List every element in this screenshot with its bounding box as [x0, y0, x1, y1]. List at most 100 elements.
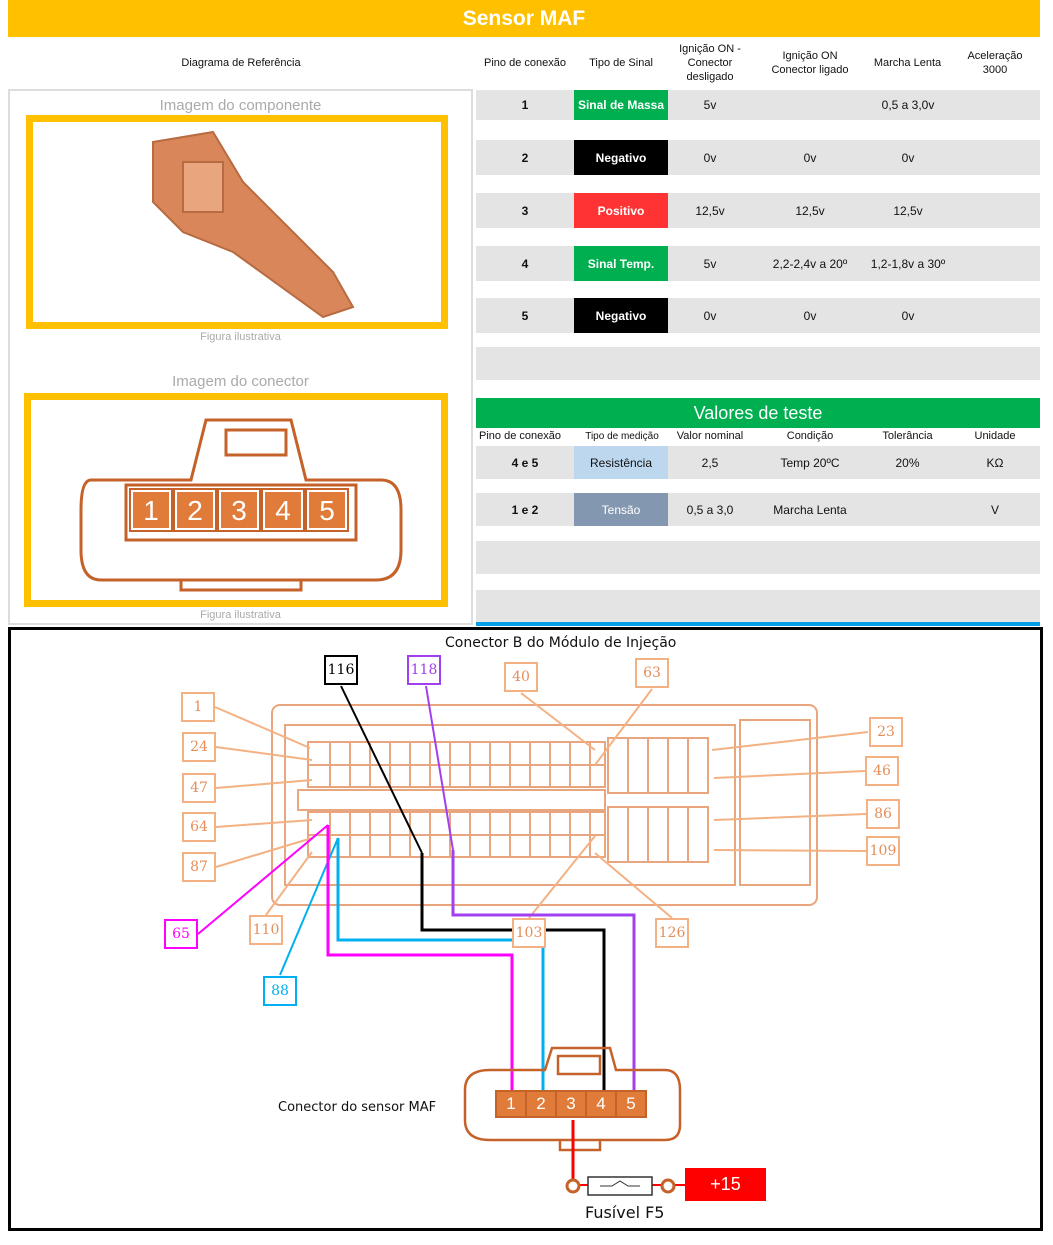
test-row-pin: 4 e 5	[511, 455, 539, 470]
connector-pin-row: 1 2 3 4 5	[129, 488, 349, 532]
header-ign-on: Ignição ON Conector ligado	[771, 49, 849, 76]
module-connector-outline	[271, 704, 818, 906]
pin-row-pin: 5	[521, 308, 529, 323]
fuse-label: Fusível F5	[585, 1203, 665, 1222]
pin-row-pin: 2	[521, 150, 529, 165]
empty-row	[476, 347, 1040, 380]
pin-row-pin: 4	[521, 256, 529, 271]
pin-row-ign-on: 12,5v	[795, 203, 825, 218]
pin-label-24: 24	[182, 732, 216, 762]
pin-row-ign-off: 0v	[703, 150, 717, 165]
pin-row-ign-off: 0v	[703, 308, 717, 323]
sensor-pin: 1	[495, 1090, 527, 1118]
pin-label-87: 87	[182, 852, 216, 882]
component-figure-note: Figura ilustrativa	[200, 331, 281, 343]
test-header: Pino de conexão	[479, 430, 561, 442]
pin-label-116: 116	[324, 655, 358, 685]
pin-row-pin: 3	[521, 203, 529, 218]
test-header: Tolerância	[882, 430, 933, 442]
pin-label-40: 40	[504, 662, 538, 692]
sensor-pin: 2	[525, 1090, 557, 1118]
test-row-pin: 1 e 2	[511, 502, 539, 517]
pin-label-64: 64	[182, 812, 216, 842]
pin-label-63: 63	[635, 658, 669, 688]
pin-row-idle: 1,2-1,8v a 30º	[870, 256, 946, 271]
pin-label-88: 88	[263, 976, 297, 1006]
pin-row: 2 Negativo 0v 0v 0v	[476, 140, 1040, 175]
pin-label-110: 110	[249, 915, 283, 945]
pin-row-signal: Sinal de Massa	[574, 90, 668, 120]
header-ign-off: Ignição ON - Conector desligado	[679, 42, 741, 83]
test-header: Valor nominal	[676, 430, 744, 442]
pin-label-1: 1	[181, 692, 215, 722]
connector-pin: 3	[217, 488, 261, 532]
divider	[476, 622, 1040, 626]
pin-label-103: 103	[512, 918, 546, 948]
pin-row-idle: 0v	[901, 150, 915, 165]
pin-row-idle: 0v	[901, 308, 915, 323]
test-row-unit: KΩ	[986, 455, 1004, 470]
component-caption: Imagem do componente	[159, 97, 322, 114]
pin-row-signal: Sinal Temp.	[574, 246, 668, 281]
test-row-tolerance: 20%	[895, 455, 920, 470]
pin-label-86: 86	[866, 799, 900, 829]
header-signal: Tipo de Sinal	[589, 56, 653, 69]
pin-row-idle: 0,5 a 3,0v	[881, 98, 935, 112]
component-image	[26, 115, 448, 329]
test-row: 4 e 5 Resistência 2,5 Temp 20ºC 20% KΩ	[476, 446, 1040, 479]
connector-caption: Imagem do conector	[172, 373, 309, 390]
fuse-icon	[587, 1176, 653, 1196]
pin-label-126: 126	[655, 918, 689, 948]
test-row-unit: V	[990, 502, 999, 517]
test-row-condition: Marcha Lenta	[773, 502, 847, 517]
sensor-pin: 5	[615, 1090, 647, 1118]
pin-row-ign-off: 5v	[703, 256, 717, 271]
sensor-pin: 3	[555, 1090, 587, 1118]
header-pin: Pino de conexão	[484, 56, 566, 69]
sensor-pin: 4	[585, 1090, 617, 1118]
pin-row-signal: Positivo	[574, 193, 668, 228]
supply-label: +15	[685, 1168, 766, 1201]
module-title: Conector B do Módulo de Injeção	[445, 635, 677, 651]
connector-pin: 2	[173, 488, 217, 532]
test-values-title: Valores de teste	[476, 398, 1040, 428]
pin-row: 4 Sinal Temp. 5v 2,2-2,4v a 20º 1,2-1,8v a 3…	[476, 246, 1040, 281]
pin-label-118: 118	[407, 655, 441, 685]
connector-image: 1 2 3 4 5	[24, 393, 448, 607]
connector-pin: 5	[305, 488, 349, 532]
test-row-nominal: 0,5 a 3,0	[686, 502, 734, 517]
test-row-type: Tensão	[574, 493, 668, 526]
connector-figure-note: Figura ilustrativa	[200, 609, 281, 621]
pin-row-ign-off: 5v	[703, 98, 717, 112]
maf-sensor-illustration	[152, 130, 355, 319]
pin-row-ign-on: 2,2-2,4v a 20º	[772, 256, 848, 271]
test-row-type: Resistência	[574, 446, 668, 479]
pin-row-signal: Negativo	[574, 298, 668, 333]
page-title: Sensor MAF	[8, 0, 1040, 37]
empty-row	[476, 541, 1040, 574]
test-header: Condição	[786, 430, 834, 442]
test-row-condition: Temp 20ºC	[780, 455, 840, 470]
pin-label-46: 46	[865, 756, 899, 786]
pin-row-signal: Negativo	[574, 140, 668, 175]
pin-row-ign-on: 0v	[803, 308, 817, 323]
pin-label-109: 109	[866, 836, 900, 866]
pin-row-ign-on: 0v	[803, 150, 817, 165]
test-header: Unidade	[974, 430, 1016, 442]
connector-pin: 4	[261, 488, 305, 532]
pin-label-65: 65	[164, 919, 198, 949]
empty-row	[476, 590, 1040, 623]
test-header: Tipo de medição	[585, 430, 659, 442]
sensor-connector-label: Conector do sensor MAF	[278, 1100, 437, 1115]
header-accel: Aceleração 3000	[967, 49, 1023, 76]
header-reference: Diagrama de Referência	[181, 56, 301, 69]
connector-pin: 1	[129, 488, 173, 532]
sensor-pin-row: 1 2 3 4 5	[495, 1090, 647, 1118]
test-row-nominal: 2,5	[701, 455, 719, 470]
pin-label-47: 47	[182, 773, 216, 803]
test-row: 1 e 2 Tensão 0,5 a 3,0 Marcha Lenta V	[476, 493, 1040, 526]
header-idle: Marcha Lenta	[873, 56, 942, 69]
